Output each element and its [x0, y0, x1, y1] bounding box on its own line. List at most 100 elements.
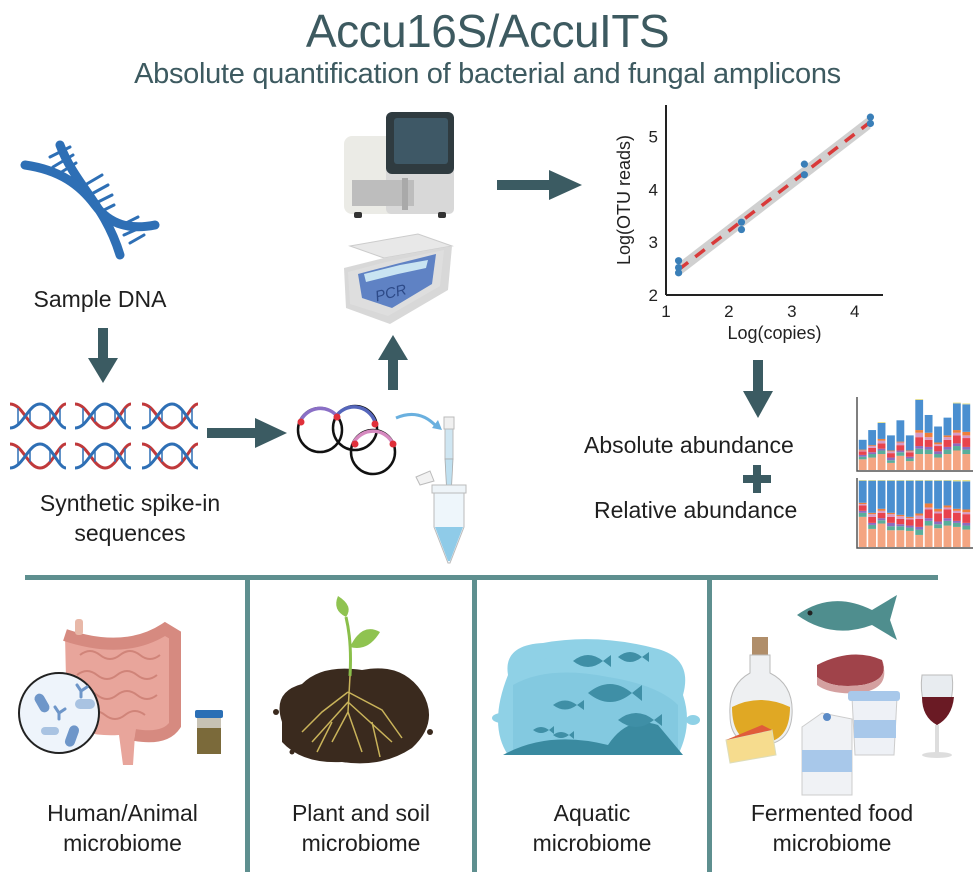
- bar-segment: [962, 522, 971, 526]
- bar-segment: [896, 516, 905, 519]
- bar-segment: [905, 530, 914, 547]
- intestine-icon: [18, 619, 223, 765]
- bar-segment: [915, 480, 924, 481]
- bar-segment: [962, 435, 971, 439]
- bar-segment: [952, 510, 961, 513]
- panel-label-line2: microbiome: [772, 830, 892, 856]
- bar-segment: [952, 403, 961, 431]
- bar-segment: [943, 525, 952, 547]
- arrow-down-icon-2: [743, 360, 773, 418]
- bar-segment: [887, 522, 895, 527]
- confidence-band: [678, 115, 871, 277]
- bar-segment: [943, 480, 952, 481]
- bar-segment: [887, 457, 895, 461]
- bar-segment: [877, 450, 886, 455]
- bar-segment: [877, 512, 886, 519]
- bar-segment: [905, 518, 914, 520]
- bar-segment: [896, 518, 905, 525]
- panel-label-line2: microbiome: [63, 830, 182, 856]
- bar-segment: [943, 507, 952, 510]
- bar-segment: [962, 404, 971, 432]
- data-point: [800, 171, 808, 179]
- bar-segment: [877, 480, 886, 509]
- bar-segment: [962, 431, 971, 436]
- bar-segment: [952, 508, 961, 511]
- figure-subtitle: Absolute quantification of bacterial and…: [134, 58, 841, 90]
- bar-segment: [858, 454, 867, 457]
- bar-segment: [905, 525, 914, 528]
- plant-soil-icon: [273, 596, 433, 764]
- bar-segment: [877, 523, 886, 547]
- bar-segment: [868, 514, 877, 517]
- bar-segment: [962, 403, 971, 405]
- relative-chart-axes: [856, 478, 973, 549]
- bar-segment: [858, 504, 867, 506]
- data-point: [800, 160, 808, 168]
- bar-segment: [924, 480, 933, 504]
- bar-segment: [952, 512, 961, 521]
- x-tick-label: 2: [724, 302, 733, 321]
- bar-segment: [924, 503, 933, 508]
- bar-segment: [924, 414, 933, 433]
- bar-segment: [877, 443, 886, 449]
- x-axis-label: Log(copies): [727, 323, 821, 343]
- dna-helix-icon: [20, 140, 160, 260]
- bar-segment: [934, 457, 942, 470]
- bar-segment: [915, 534, 924, 547]
- bar-segment: [962, 509, 971, 513]
- data-point: [674, 257, 683, 265]
- bar-segment: [943, 509, 952, 519]
- bar-segment: [934, 480, 942, 509]
- bar-segment: [868, 446, 877, 448]
- bar-segment: [962, 529, 971, 547]
- figure-title: Accu16S/AccuITS: [305, 5, 670, 57]
- bar-segment: [962, 438, 971, 447]
- bar-segment: [924, 439, 933, 447]
- spike-in-label-line1: Synthetic spike-in: [39, 490, 221, 516]
- arrow-right-icon-2: [497, 170, 582, 200]
- bar-segment: [858, 456, 867, 460]
- vertical-divider-1: [245, 577, 250, 872]
- bar-segment: [868, 512, 877, 515]
- bar-segment: [952, 522, 961, 527]
- bar-segment: [858, 516, 867, 547]
- arrow-right-icon: [207, 418, 287, 448]
- panel-label-line1: Aquatic: [553, 800, 631, 826]
- bar-segment: [924, 480, 933, 481]
- bar-segment: [952, 435, 961, 444]
- bar-segment: [934, 513, 942, 522]
- bar-segment: [962, 512, 971, 515]
- bar-segment: [896, 524, 905, 527]
- bar-segment: [877, 454, 886, 470]
- bar-segment: [924, 446, 933, 450]
- data-point: [674, 263, 683, 272]
- bar-segment: [858, 480, 867, 503]
- bar-segment: [962, 454, 971, 470]
- bar-segment: [943, 518, 952, 521]
- bar-segment: [952, 481, 961, 509]
- bar-segment: [896, 452, 905, 456]
- x-tick-label: 3: [787, 302, 796, 321]
- sample-dna-label: Sample DNA: [33, 286, 167, 312]
- bar-segment: [877, 422, 886, 439]
- bar-segment: [868, 452, 877, 455]
- bar-segment: [877, 518, 886, 521]
- bar-segment: [877, 440, 886, 444]
- bar-segment: [896, 526, 905, 531]
- bar-segment: [924, 520, 933, 526]
- bar-segment: [896, 480, 905, 481]
- bar-segment: [868, 480, 877, 481]
- panel-label-fermented-food: Fermented food microbiome: [712, 798, 952, 858]
- vertical-divider-3: [707, 577, 712, 872]
- bar-segment: [924, 432, 933, 438]
- plasmid-icon: [296, 404, 397, 476]
- bar-segment: [887, 516, 895, 523]
- bar-segment: [952, 432, 961, 436]
- spike-in-label-line2: sequences: [74, 520, 186, 546]
- bar-segment: [934, 528, 942, 547]
- bar-segment: [934, 511, 942, 514]
- bar-segment: [943, 520, 952, 526]
- relative-abundance-chart: [856, 478, 973, 549]
- bar-segment: [952, 443, 961, 447]
